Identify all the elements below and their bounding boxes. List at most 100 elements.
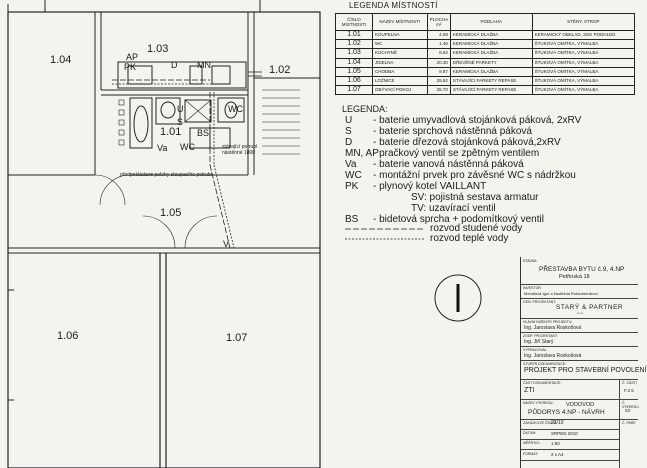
fixture-label-va: Va — [157, 143, 168, 153]
cell-floor: KERAMICKÁ DLAŽBA — [449, 29, 533, 41]
room-label-1-05: 1.05 — [160, 207, 182, 219]
project-address: Petřinská 18 — [559, 274, 590, 280]
tb-label: ZODP. PROJEKTANT: — [523, 334, 558, 338]
tb-label: MĚŘÍTKO: — [523, 441, 540, 445]
legend-text: - plynový kotel VAILLANT — [373, 181, 487, 192]
tb-label: VYPRACOVAL: — [523, 348, 548, 352]
legend-key: PK — [345, 181, 359, 192]
tb-label: ZAKÁZKOVÉ ČÍSLO: — [523, 421, 557, 425]
cell-walls: ŠTUKOVÁ OMÍTKA, VÝMALBA — [531, 57, 636, 68]
header-floor: PODLAHA — [449, 13, 533, 31]
tb-label: STAVBA: — [523, 259, 538, 263]
cell-area: 20.30 — [426, 57, 451, 68]
room-label-1-03: 1.03 — [147, 43, 169, 55]
legend-hot-water: rozvod teplé vody — [430, 233, 509, 244]
header-number: ČÍSLO MÍSTNOSTI — [335, 13, 373, 31]
cell-floor: STÁVAJÍCÍ PARKETY REPASE — [449, 85, 533, 96]
note-pipe-positions: předpokládané polohy stoupacího potrubí — [120, 172, 213, 178]
cell-code: 1.07 — [335, 85, 373, 96]
cell-walls: ŠTUKOVÁ OMÍTKA, VÝMALBA — [531, 75, 636, 87]
tb-label: DATUM: — [523, 431, 537, 435]
legend-key: WC — [345, 170, 362, 181]
fixture-label-pk: PK — [124, 62, 137, 72]
legend-text: TV: uzavírací ventil — [411, 203, 496, 214]
fixture-label-wc: WC — [180, 142, 195, 152]
cell-name: JÍDELNA — [372, 57, 428, 68]
paper-format: 2 x A4 — [551, 452, 564, 457]
order-number: 23/10 — [551, 420, 564, 426]
rooms-table-header: ČÍSLO MÍSTNOSTI NÁZEV MÍSTNOSTI PLOCHA m… — [335, 13, 636, 31]
cell-code: 1.01 — [335, 29, 373, 41]
project-name: PŘESTAVBA BYTU č.9, 4.NP — [539, 266, 625, 273]
cell-floor: KERAMICKÁ DLAŽBA — [449, 48, 533, 59]
cell-floor: STÁVAJÍCÍ PARKETY REPASE — [449, 75, 533, 87]
tb-label: Č. ČÁSTI — [622, 381, 637, 385]
cell-floor: DŘEVĚNÉ PARKETY — [449, 57, 533, 68]
documentation-part: ZTI — [524, 387, 535, 394]
responsible-designer: Ing. Jiří Starý — [524, 339, 554, 345]
legend-text: - baterie umyvadlová stojánková páková, … — [373, 115, 582, 126]
legend-text: - baterie sprchová nástěnná páková — [373, 126, 532, 137]
tb-label: FORMÁT: — [523, 452, 539, 456]
legend-key: S — [345, 126, 352, 137]
documentation-stage: PROJEKT PRO STAVEBNÍ POVOLENÍ — [524, 367, 647, 374]
cell-walls: KERAMICKÝ OBKLAD, SDK PODHLED — [531, 29, 636, 41]
legend-key: BS — [345, 214, 359, 225]
tb-label: Č. PARE — [622, 421, 636, 425]
investor: Mendlová Igor a Naděžda Rukovishnikovi — [524, 291, 598, 296]
drawing-number: 03 — [625, 408, 631, 413]
legend-key: Va — [345, 159, 357, 170]
cell-code: 1.03 — [335, 48, 373, 59]
note-existing-pipe: stávající potrubí nástěnné 1800 — [222, 144, 258, 156]
legend-text: - montážní prvek pro závěsné WC s nádržk… — [373, 170, 576, 181]
cell-name: WC — [372, 39, 428, 50]
prepared-by: Ing. Jaroslava Roskošová — [524, 353, 582, 359]
tb-label: INVESTOR: — [523, 286, 542, 290]
cell-walls: ŠTUKOVÁ OMÍTKA, VÝMALBA — [531, 39, 636, 50]
fixture-label-v: V — [223, 239, 230, 249]
cell-floor: KERAMICKÁ DLAŽBA — [449, 66, 533, 77]
firm-sub: s.r.o. — [577, 311, 584, 315]
cell-area: 25.70 — [426, 85, 451, 96]
chief-engineer: Ing. Jaroslava Roskošová — [524, 325, 582, 331]
fixture-label-mn: MN — [197, 60, 211, 70]
cell-walls: ŠTUKOVÁ OMÍTKA, VÝMALBA — [531, 48, 636, 59]
date: SRPEN 2010 — [551, 431, 578, 436]
drawing-name-1: VODOVOD — [566, 402, 595, 408]
header-area: PLOCHA m² — [426, 13, 451, 31]
cell-floor: KERAMICKÁ DLAŽBA — [449, 39, 533, 50]
legend-key: MN, AP — [345, 148, 379, 159]
room-label-1-01: 1.01 — [160, 126, 182, 138]
rooms-table-title: LEGENDA MÍSTNOSTÍ — [349, 1, 438, 10]
legend-heading: LEGENDA: — [342, 104, 388, 114]
fixture-label-ap: AP — [126, 52, 139, 62]
fixture-label-s: S — [177, 117, 184, 127]
cell-name: OBÝVACÍ POKOJ — [372, 85, 428, 96]
tb-label: GEN. PROJEKTANT: — [523, 300, 556, 304]
room-label-1-02: 1.02 — [269, 64, 291, 76]
cell-area: 1.46 — [426, 39, 451, 50]
cell-name: KUCHYNĚ — [372, 48, 428, 59]
header-name: NÁZEV MÍSTNOSTI — [372, 13, 428, 31]
rooms-table: ČÍSLO MÍSTNOSTI NÁZEV MÍSTNOSTI PLOCHA m… — [335, 13, 636, 96]
floor-plan — [7, 0, 321, 468]
cell-area: 25.92 — [426, 75, 451, 87]
legend-cold-water: rozvod studené vody — [430, 223, 523, 234]
part-number: F.2.5 — [624, 388, 634, 393]
scale: 1:50 — [551, 441, 560, 446]
cell-name: KOUPELNA — [372, 29, 428, 41]
cell-walls: ŠTUKOVÁ OMÍTKA, VÝMALBA — [531, 66, 636, 77]
drawing-name-2: PŮDORYS 4.NP - NÁVRH — [528, 409, 605, 416]
legend-text: - baterie vanová nástěnná páková — [373, 159, 524, 170]
tb-label: STUPEŇ DOKUMENTACE: — [523, 362, 567, 366]
title-block: STAVBA: PŘESTAVBA BYTU č.9, 4.NP Petřins… — [520, 257, 647, 468]
tb-label: NÁZEV VÝKRESU: — [523, 401, 554, 405]
fixture-label-wc2: WC — [228, 104, 243, 114]
cell-name: CHODBA — [372, 66, 428, 77]
